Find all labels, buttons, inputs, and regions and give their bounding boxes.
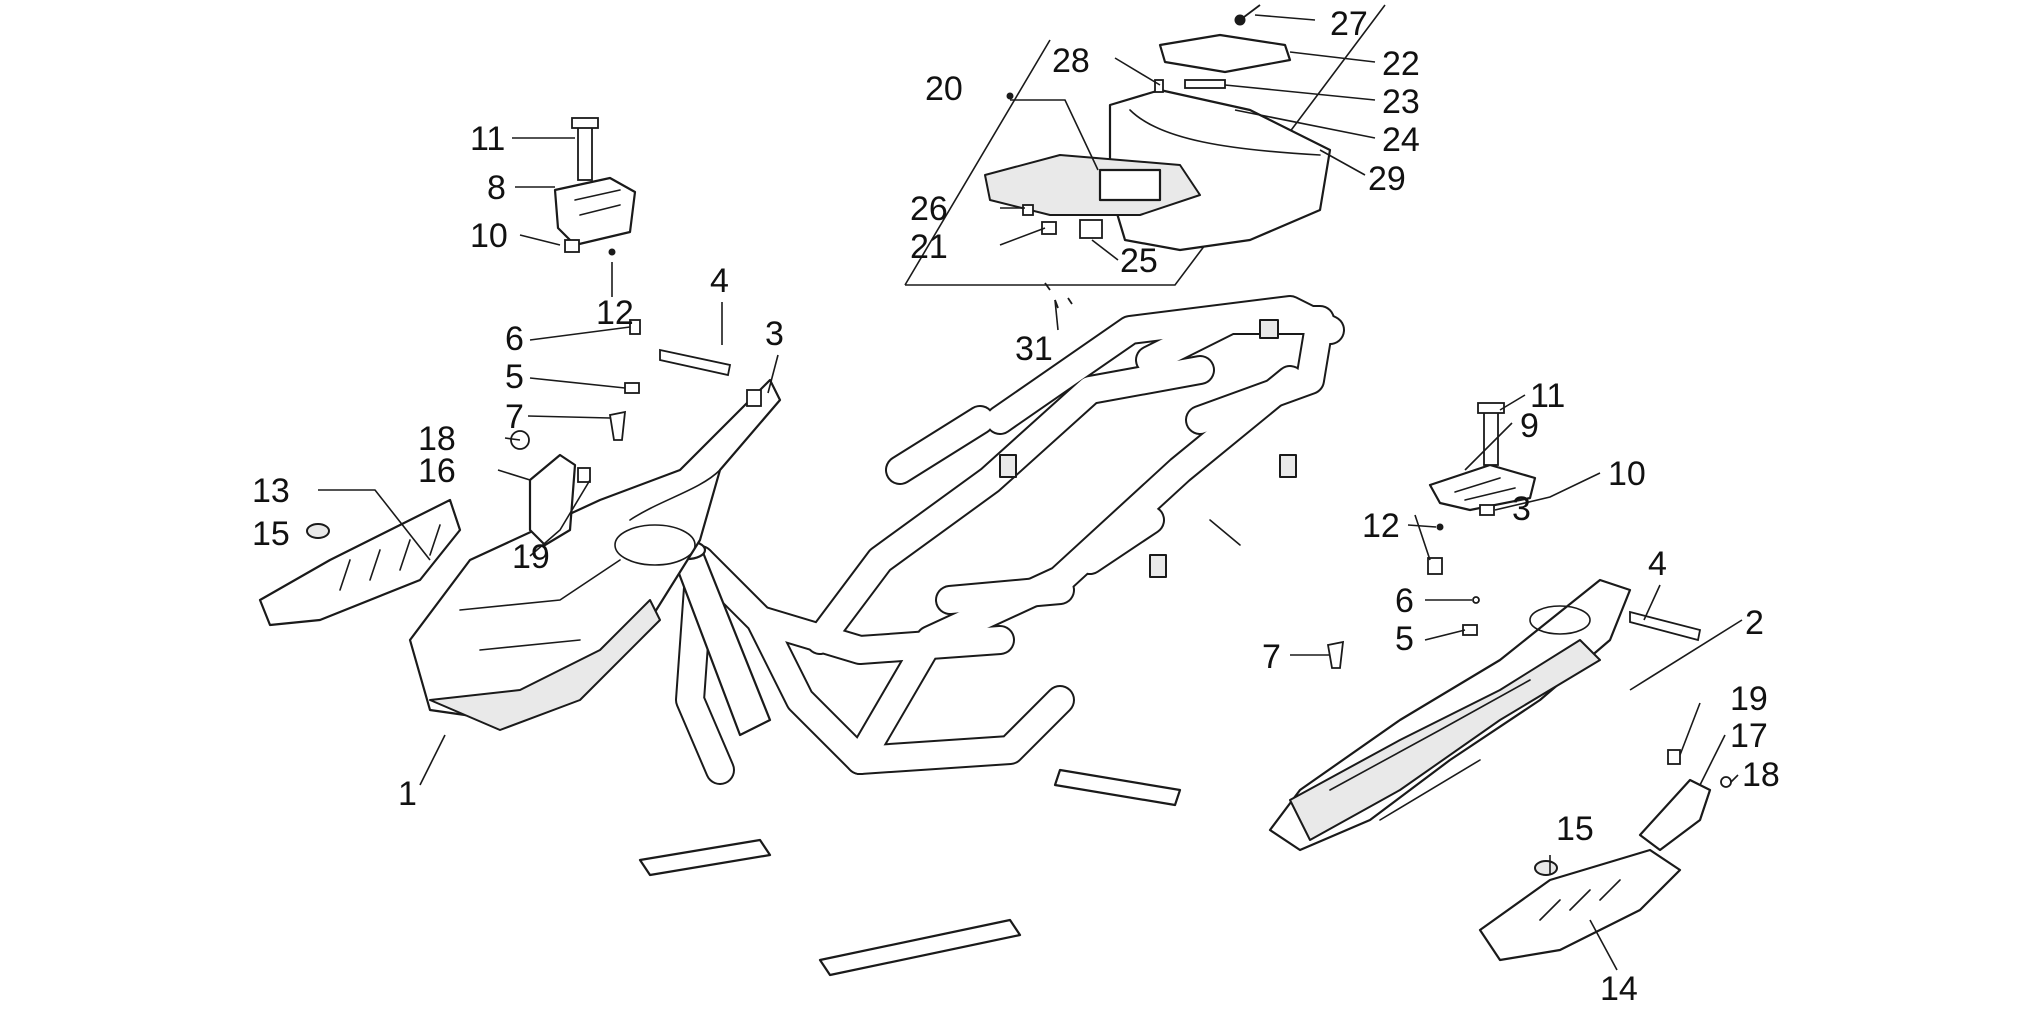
seat-storage-group <box>904 4 1386 309</box>
callout-10: 10 <box>470 217 508 255</box>
callout-25: 25 <box>1120 242 1158 280</box>
rear-side-panel <box>1268 578 1632 852</box>
callout-19: 19 <box>512 538 550 576</box>
callout-7: 7 <box>505 398 524 436</box>
callout-6: 6 <box>505 320 524 358</box>
front-leg-shield <box>408 378 782 731</box>
callout-4: 4 <box>710 262 729 300</box>
callout-11: 11 <box>470 120 505 158</box>
callout-24: 24 <box>1382 121 1420 159</box>
callout-11: 11 <box>1530 377 1565 415</box>
callout-29: 29 <box>1368 160 1406 198</box>
callout-18: 18 <box>418 420 456 458</box>
callout-28: 28 <box>1052 42 1090 80</box>
callout-labels: 1 2 3 3 4 4 5 5 6 6 7 7 8 9 10 10 11 11 … <box>252 5 1780 1008</box>
callout-3: 3 <box>1512 490 1531 528</box>
leader-lines <box>318 14 1743 971</box>
fasteners-left <box>306 117 762 539</box>
callout-19: 19 <box>1730 680 1768 718</box>
callout-18: 18 <box>1742 756 1780 794</box>
lower-cover-right <box>1478 848 1682 962</box>
callout-21: 21 <box>910 228 948 266</box>
callout-8: 8 <box>487 169 506 207</box>
small-cover-right <box>1638 778 1712 852</box>
callout-13: 13 <box>252 472 290 510</box>
grab-handle-left <box>553 176 637 247</box>
callout-17: 17 <box>1730 717 1768 755</box>
callout-9: 9 <box>1520 407 1539 445</box>
callout-27: 27 <box>1330 5 1368 43</box>
callout-15: 15 <box>252 515 290 553</box>
callout-31: 31 <box>1015 330 1053 368</box>
side-panel-left <box>258 498 462 627</box>
callout-4: 4 <box>1648 545 1667 583</box>
callout-5: 5 <box>505 358 524 396</box>
callout-10: 10 <box>1608 455 1646 493</box>
scooter-frame <box>638 295 1345 977</box>
callout-12: 12 <box>1362 507 1400 545</box>
callout-15: 15 <box>1556 810 1594 848</box>
callout-20: 20 <box>925 70 963 108</box>
callout-22: 22 <box>1382 45 1420 83</box>
callout-1: 1 <box>398 775 417 813</box>
callout-16: 16 <box>418 452 456 490</box>
callout-23: 23 <box>1382 83 1420 121</box>
callout-5: 5 <box>1395 620 1414 658</box>
callout-12: 12 <box>596 294 634 332</box>
callout-2: 2 <box>1745 604 1764 642</box>
callout-3: 3 <box>765 315 784 353</box>
callout-7: 7 <box>1262 638 1281 676</box>
callout-26: 26 <box>910 190 948 228</box>
callout-6: 6 <box>1395 582 1414 620</box>
callout-14: 14 <box>1600 970 1638 1008</box>
small-cover-left <box>528 453 577 547</box>
